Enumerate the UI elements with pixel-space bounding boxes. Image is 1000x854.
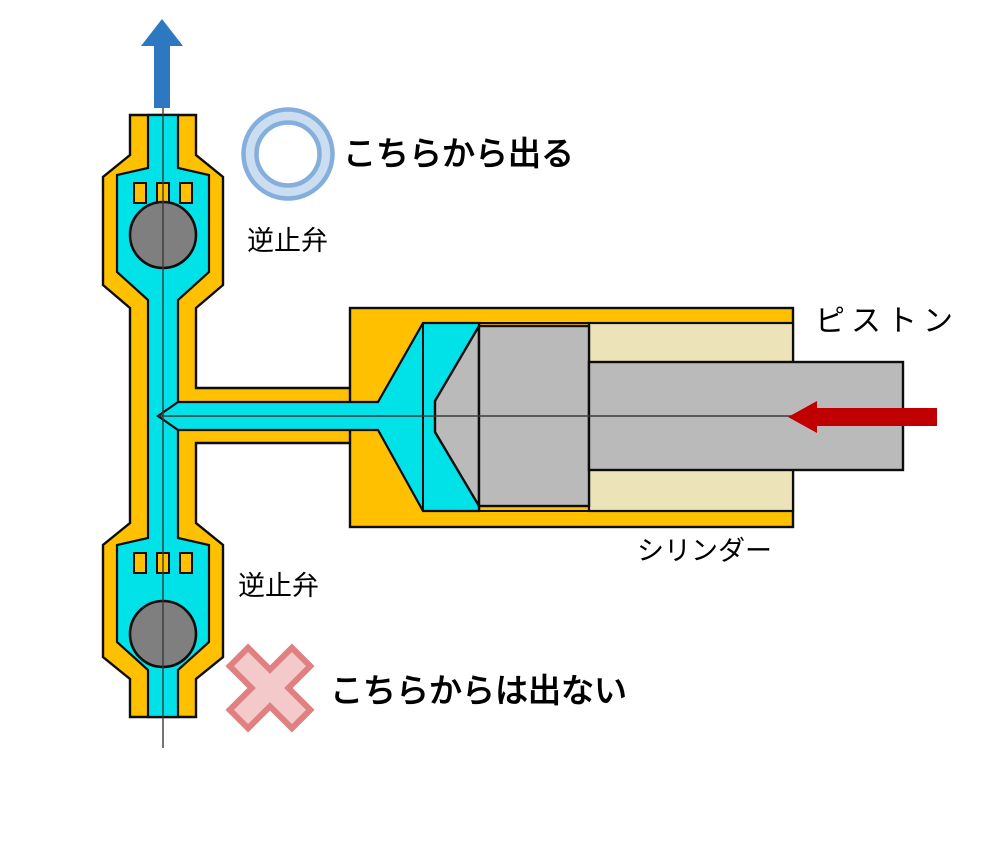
upper-check-valve-label: 逆止弁 [247, 226, 328, 256]
lower-check-valve-label: 逆止弁 [238, 571, 319, 601]
no-outlet-note-label: こちらからは出ない [330, 672, 627, 709]
lower-valve-tab [179, 552, 193, 574]
lower-valve-tab [133, 552, 147, 574]
upper-valve-tab [179, 182, 193, 204]
left-arrow-icon [788, 401, 937, 433]
cross-icon [225, 643, 315, 733]
outlet-note-label: こちらから出る [343, 135, 574, 172]
horizontal-fluid-channel [156, 321, 481, 513]
pipe-outline [101, 113, 350, 719]
piston-label: ピストン [815, 305, 959, 338]
circle-ring-icon [241, 107, 335, 201]
cylinder-label: シリンダー [637, 536, 772, 566]
upper-valve-tab [133, 182, 147, 204]
up-arrow-icon [141, 19, 183, 108]
